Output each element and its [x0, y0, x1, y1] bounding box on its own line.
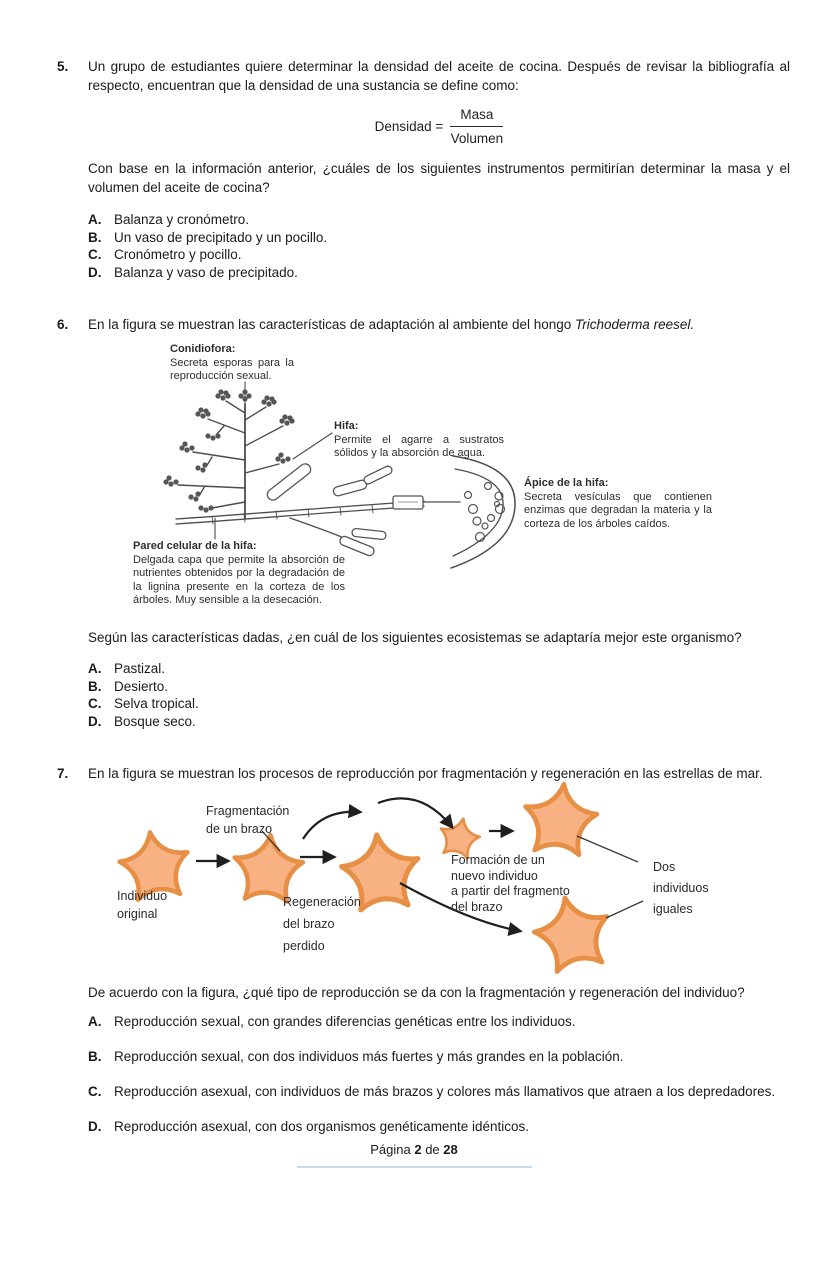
question-5-intro: Un grupo de estudiantes quiere determina…	[88, 59, 790, 93]
option-letter: D.	[88, 713, 102, 729]
option-letter: A.	[88, 661, 102, 676]
option-text: Pastizal.	[114, 661, 166, 676]
option-row: A. Reproducción sexual, con grandes dife…	[88, 1012, 790, 1031]
footer-rule	[296, 1166, 532, 1168]
fungus-figure: Conidiofora: Secreta esporas para la rep…	[88, 340, 790, 622]
option-row: B. Un vaso de precipitado y un pocillo.	[88, 229, 790, 247]
option-text: Cronómetro y pocillo.	[114, 247, 242, 262]
label-fragmentacion: Fragmentación de un brazo	[206, 804, 290, 836]
question-6: 6. En la figura se muestran las caracter…	[0, 315, 828, 730]
option-letter: C.	[88, 247, 102, 262]
formula-numerator: Masa	[450, 105, 504, 127]
question-7-options: A. Reproducción sexual, con grandes dife…	[88, 1012, 790, 1136]
option-text: Un vaso de precipitado y un pocillo.	[114, 229, 328, 245]
option-letter: C.	[88, 1084, 102, 1099]
footer-word-de: de	[425, 1142, 440, 1157]
spore-clusters	[163, 389, 295, 513]
option-row: C. Selva tropical.	[88, 695, 790, 713]
option-letter: B.	[88, 1049, 102, 1064]
option-letter: B.	[88, 229, 102, 245]
option-row: A. Balanza y cronómetro.	[88, 211, 790, 229]
option-row: C. Reproducción asexual, con individuos …	[88, 1082, 790, 1101]
label-dos-individuos: Dos individuos iguales	[653, 860, 709, 916]
fungus-diagram	[163, 381, 516, 569]
option-text: Selva tropical.	[114, 696, 199, 711]
label-individuo-original: Individuo original	[117, 889, 168, 921]
question-6-intro: En la figura se muestran las característ…	[88, 315, 790, 334]
label-hifa: Hifa: Permite el agarre a sustratos sóli…	[334, 420, 504, 459]
option-text: Desierto.	[114, 678, 169, 694]
option-text: Balanza y cronómetro.	[114, 212, 250, 227]
option-text: Reproducción asexual, con dos organismos…	[114, 1119, 529, 1134]
question-7-text: De acuerdo con la figura, ¿qué tipo de r…	[88, 985, 745, 1000]
footer-page-number: 2	[414, 1142, 422, 1157]
label-apice: Ápice de la hifa: Secreta vesículas que …	[524, 477, 712, 530]
question-7-number: 7.	[57, 766, 69, 781]
formula-lhs: Densidad =	[374, 119, 444, 134]
label-regeneracion: Regeneración del brazo perdido	[283, 895, 361, 953]
option-row: A. Pastizal.	[88, 660, 790, 678]
label-formacion: Formación de un nuevo individuo a partir…	[451, 853, 570, 914]
option-letter: D.	[88, 1119, 102, 1134]
question-7-intro: En la figura se muestran los procesos de…	[88, 766, 763, 781]
question-6-species-name: Trichoderma reesel.	[575, 317, 695, 332]
option-letter: A.	[88, 212, 102, 227]
question-5: 5. Un grupo de estudiantes quiere determ…	[0, 0, 828, 281]
starfish-diagram	[88, 795, 644, 977]
option-letter: D.	[88, 264, 102, 280]
question-5-text: Con base en la información anterior, ¿cu…	[88, 161, 790, 195]
question-5-options: A. Balanza y cronómetro. B. Un vaso de p…	[88, 211, 790, 281]
option-text: Bosque seco.	[114, 713, 196, 729]
density-formula: Densidad = Masa Volumen	[88, 105, 790, 148]
option-text: Reproducción sexual, con dos individuos …	[114, 1049, 624, 1064]
option-text: Reproducción sexual, con grandes diferen…	[114, 1014, 576, 1029]
option-row: D. Balanza y vaso de precipitado.	[88, 264, 790, 282]
option-row: D. Bosque seco.	[88, 713, 790, 731]
starfish-figure: Fragmentación de un brazo Individuo orig…	[88, 795, 790, 977]
question-6-number: 6.	[57, 317, 69, 332]
label-conidiofora: Conidiofora: Secreta esporas para la rep…	[170, 343, 294, 382]
footer-word-pagina: Página	[370, 1142, 411, 1157]
question-6-text: Según las características dadas, ¿en cuá…	[88, 630, 742, 645]
option-letter: B.	[88, 678, 102, 694]
question-7: 7. En la figura se muestran los procesos…	[0, 764, 828, 1136]
option-row: D. Reproducción asexual, con dos organis…	[88, 1117, 790, 1136]
option-letter: A.	[88, 1014, 102, 1029]
question-5-number: 5.	[57, 59, 69, 74]
option-text: Reproducción asexual, con individuos de …	[114, 1084, 776, 1099]
starfish-new-individual	[521, 781, 600, 856]
option-row: B. Desierto.	[88, 678, 790, 696]
formula-fraction: Masa Volumen	[450, 105, 504, 148]
option-letter: C.	[88, 696, 102, 711]
formula-denominator: Volumen	[450, 131, 504, 146]
option-row: C. Cronómetro y pocillo.	[88, 246, 790, 264]
question-6-options: A. Pastizal. B. Desierto. C. Selva tropi…	[88, 660, 790, 730]
option-text: Balanza y vaso de precipitado.	[114, 264, 298, 280]
option-row: B. Reproducción sexual, con dos individu…	[88, 1047, 790, 1066]
page-footer: Página 2 de 28	[0, 1142, 828, 1157]
vesicles	[463, 481, 506, 543]
label-pared-celular: Pared celular de la hifa: Delgada capa q…	[133, 540, 345, 606]
footer-total-pages: 28	[443, 1142, 458, 1157]
question-6-intro-plain: En la figura se muestran las característ…	[88, 317, 576, 332]
